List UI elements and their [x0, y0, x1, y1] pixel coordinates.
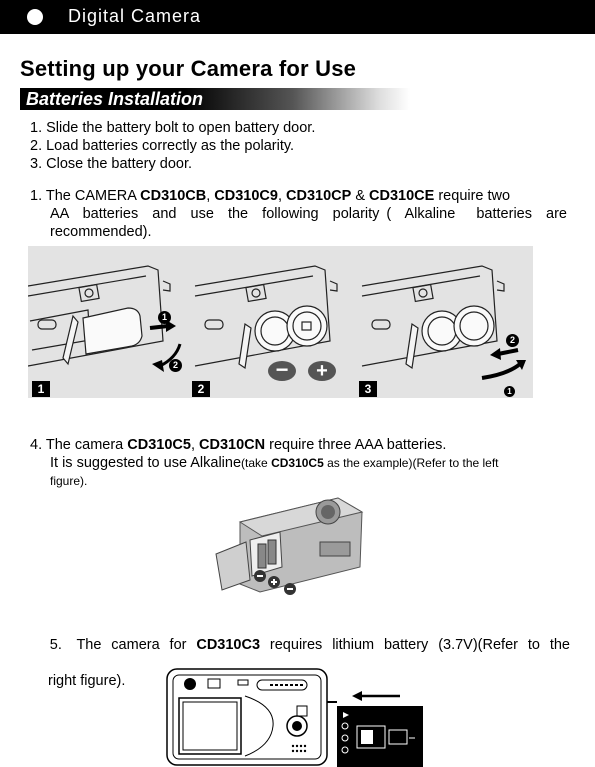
text: & [351, 188, 370, 204]
model-name: CD310C5 [271, 456, 324, 470]
lithium-camera-illustration [166, 668, 423, 767]
text: , [190, 437, 199, 453]
text: require two [434, 188, 511, 204]
callout-number: 1 [504, 386, 515, 397]
text: , [206, 188, 215, 204]
section-title: Batteries Installation [26, 89, 204, 109]
paragraph-item-5: 5. The camera for CD310C3 requires lithi… [30, 618, 570, 690]
callout-number: 2 [169, 359, 182, 372]
text: 1. The CAMERA [30, 188, 141, 204]
step-tag: 1 [32, 381, 50, 397]
section-header: Batteries Installation [20, 88, 410, 110]
page-title: Setting up your Camera for Use [20, 56, 357, 81]
model-name: CD310CN [199, 437, 266, 453]
text: It is suggested to use Alkaline [50, 455, 242, 471]
model-name: CD310CE [369, 188, 435, 204]
header-bar: Digital Camera [0, 0, 595, 34]
text: right figure). [48, 673, 126, 689]
step-tag: 3 [359, 381, 377, 397]
bullet-circle-icon [27, 9, 43, 25]
aaa-camera-illustration [215, 497, 364, 595]
text: figure). [50, 474, 88, 488]
list-item: 1. Slide the battery bolt to open batter… [30, 120, 316, 136]
list-item: 2. Load batteries correctly as the polar… [30, 138, 295, 154]
list-item: 3. Close the battery door. [30, 156, 193, 172]
text: AA batteries and use the following polar… [50, 206, 567, 222]
model-name: CD310C5 [127, 437, 191, 453]
model-name: CD310CP [286, 188, 352, 204]
text: requires lithium battery (3.7V)(Refer to… [260, 637, 570, 653]
paragraph-item-4: 4. The camera CD310C5, CD310CN require t… [30, 436, 575, 490]
step-tag: 2 [192, 381, 210, 397]
text: 5. The camera for [49, 637, 197, 653]
curved-arrow-icon [481, 362, 522, 380]
paragraph-item-1: 1. The CAMERA CD310CB, CD310C9, CD310CP … [30, 187, 570, 241]
callout-number: 1 [158, 311, 171, 324]
arrow-right-icon [149, 324, 169, 330]
arrow-left-icon [497, 348, 519, 356]
text: require three AAA batteries. [265, 437, 447, 453]
steps-list: 1. Slide the battery bolt to open batter… [30, 119, 570, 173]
plus-icon: + [308, 361, 336, 381]
text: , [277, 188, 287, 204]
battery-installation-figure: 1 2 2 1 − + 1 2 3 [28, 246, 533, 398]
text: recommended). [50, 224, 152, 240]
text: (take [241, 456, 272, 470]
callout-number: 2 [506, 334, 519, 347]
model-name: CD310CB [140, 188, 207, 204]
camera-illustration [28, 265, 526, 380]
model-name: CD310C9 [214, 188, 278, 204]
text: 4. The camera [30, 437, 128, 453]
header-title: Digital Camera [68, 6, 202, 26]
minus-icon: − [268, 359, 296, 381]
model-name: CD310C3 [196, 637, 261, 653]
text: as the example)(Refer to the left [323, 456, 499, 470]
